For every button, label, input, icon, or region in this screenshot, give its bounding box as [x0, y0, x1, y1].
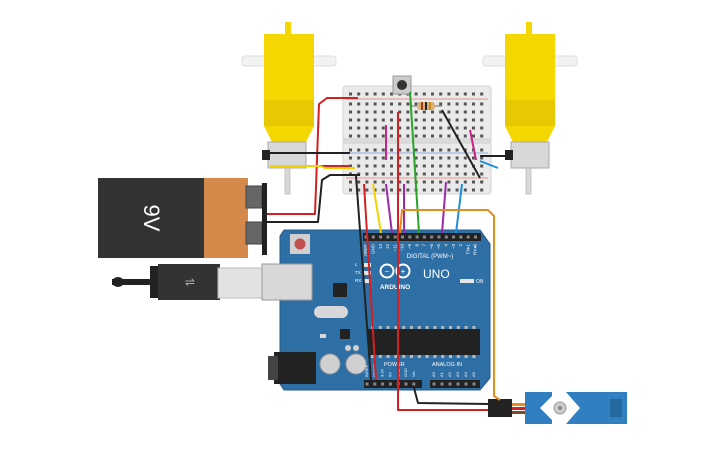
logo-text: ARDUINO	[380, 284, 410, 291]
servo-motor[interactable]	[488, 385, 627, 431]
digital-pin-label: ~10	[400, 244, 405, 252]
wire-right-motor-blue	[479, 160, 499, 169]
wire-battery-negative	[267, 174, 360, 223]
wire-black-gnd	[355, 175, 372, 381]
power-pin-label: Vin	[411, 371, 416, 377]
usb-cable: ⇌	[112, 264, 265, 300]
digital-header	[364, 235, 477, 239]
analog-pin-label: A1	[439, 371, 444, 377]
svg-text:−: −	[385, 267, 390, 276]
power-pin-label: IOREF	[364, 364, 369, 377]
wire-yellow-signal	[372, 183, 382, 234]
digital-pin-label: 13	[378, 244, 383, 250]
wire-battery-positive	[267, 97, 358, 215]
analog-pin-label: A5	[471, 371, 476, 377]
digital-pin-label: GND	[370, 243, 375, 254]
push-button[interactable]	[392, 75, 412, 95]
digital-pin-label: TX▸1	[465, 244, 470, 255]
led-label: RX	[355, 278, 361, 283]
svg-text:+: +	[401, 267, 406, 276]
wire-blue-signal	[455, 183, 463, 234]
wire-purple-signal-c	[441, 181, 447, 234]
analog-pin-label: A4	[463, 371, 468, 377]
digital-pin-label: 2	[458, 244, 463, 247]
analog-pin-label: A0	[431, 371, 436, 377]
power-pin-label: RESET	[372, 363, 377, 377]
wire-servo-power	[397, 112, 488, 411]
digital-pin-label: 7	[422, 244, 427, 247]
model-label: UNO	[423, 267, 450, 281]
wire-servo-ground	[413, 387, 489, 405]
digital-pin-label: 8	[414, 244, 419, 247]
digital-pin-label: RX◂0	[473, 244, 478, 256]
analog-label: ANALOG IN	[432, 362, 462, 368]
analog-pin-label: A2	[447, 371, 452, 377]
right-dc-motor[interactable]	[482, 22, 578, 195]
digital-pin-label: ~6	[429, 244, 434, 250]
digital-pin-label: ~11	[392, 244, 397, 252]
power-label: POWER	[384, 362, 405, 368]
digital-pin-label: 12	[385, 244, 390, 250]
atmega-chip	[371, 326, 476, 358]
wire-left-motor-yellow	[270, 165, 355, 169]
digital-pin-label: ~5	[436, 244, 441, 250]
battery-label: 9V	[139, 205, 164, 232]
digital-pin-label: ~3	[451, 244, 456, 250]
power-pin-label: 5V	[387, 372, 392, 377]
wire-black-ground	[441, 109, 481, 179]
digital-pin-label: 4	[443, 244, 448, 247]
on-led-label: ON	[476, 279, 484, 285]
digital-pin-label: AREF	[363, 244, 368, 256]
digital-pin-label: ~9	[407, 244, 412, 250]
power-pin-label: 3.3V	[380, 368, 385, 377]
left-dc-motor[interactable]	[241, 22, 337, 195]
power-pin-label: GND	[403, 368, 408, 377]
led-label: TX	[355, 270, 361, 275]
breadboard[interactable]	[342, 85, 492, 195]
battery-9v[interactable]: 9V	[98, 178, 267, 258]
wire-purple-signal-a	[385, 183, 393, 234]
wire-servo-signal	[399, 209, 501, 401]
usb-icon: ⇌	[185, 275, 195, 289]
resistor	[410, 102, 442, 110]
analog-pin-label: A3	[455, 371, 460, 377]
wire-red-5v	[363, 183, 377, 381]
digital-label: DIGITAL (PWM~)	[407, 254, 454, 260]
led-label: L	[355, 262, 358, 267]
arduino-logo: − +	[379, 263, 411, 279]
wire-magenta-right	[469, 129, 477, 161]
status-leds: L TX RX	[355, 262, 371, 283]
wires	[262, 91, 505, 411]
